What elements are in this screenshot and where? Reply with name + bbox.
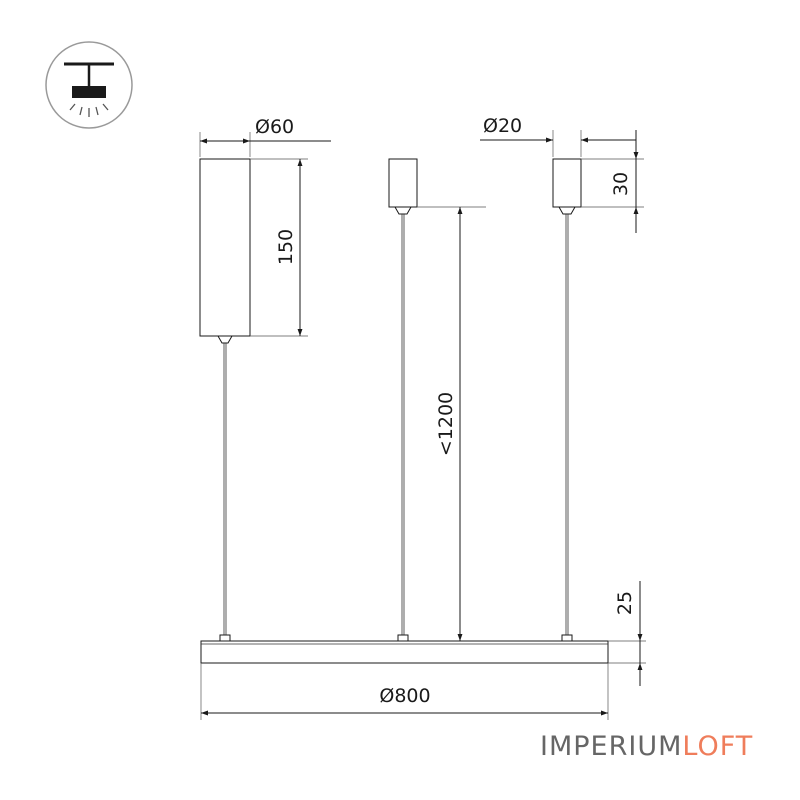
middle-canopy xyxy=(388,158,418,215)
dimension-fixture-height: 25 xyxy=(608,581,646,686)
dim-label-fixture-height: 25 xyxy=(614,591,636,615)
brand-logo: IMPERIUMLOFT xyxy=(540,733,753,760)
dim-label-small-diameter: Ø20 xyxy=(483,115,522,137)
dim-label-large-diameter: Ø60 xyxy=(255,116,294,138)
luminaire-body xyxy=(200,640,609,664)
cable-clamps xyxy=(219,634,573,642)
dim-label-suspension: <1200 xyxy=(435,392,457,456)
pendant-mount-icon xyxy=(45,41,133,129)
dimension-fixture-diameter: Ø800 xyxy=(200,663,609,720)
right-canopy xyxy=(552,158,582,215)
dimension-small-canopy-height: 30 xyxy=(581,130,644,233)
dimension-large-canopy-height: 150 xyxy=(250,158,308,337)
dim-label-large-height: 150 xyxy=(275,229,297,265)
dim-label-small-height: 30 xyxy=(610,172,632,196)
brand-name-part1: IMPERIUM xyxy=(540,731,683,762)
dimension-large-canopy-diameter: Ø60 xyxy=(199,116,331,157)
large-canopy xyxy=(199,158,251,344)
dim-label-fixture-diameter: Ø800 xyxy=(379,685,430,707)
suspension-cables xyxy=(223,214,569,635)
dimension-small-canopy-diameter: Ø20 xyxy=(480,115,636,157)
brand-name-part2: LOFT xyxy=(682,731,754,762)
dimension-suspension-length: <1200 xyxy=(417,206,486,641)
